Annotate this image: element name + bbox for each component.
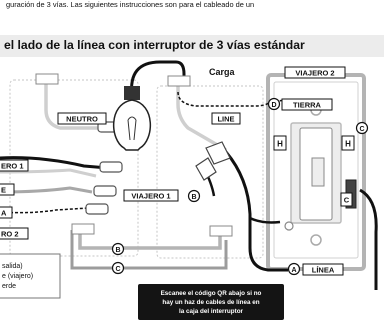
- marker-d: D: [267, 97, 281, 111]
- neutro-tag: NEUTRO: [57, 112, 107, 125]
- line-hot-wire: [224, 151, 288, 272]
- qr-note-box: Escanee el código QR abajo si no hay un …: [138, 284, 284, 320]
- traveler-b-wire: [78, 228, 222, 250]
- title-band: [0, 35, 384, 57]
- left-wire-label-1: ERO 1: [0, 159, 29, 172]
- svg-text:D: D: [271, 102, 276, 109]
- marker-b-middle: B: [187, 189, 201, 203]
- section-title: el lado de la línea con interruptor de 3…: [4, 38, 305, 52]
- viajero2-label: VIAJERO 2: [295, 69, 334, 78]
- svg-text:E: E: [1, 186, 6, 195]
- svg-text:A: A: [291, 267, 296, 274]
- svg-text:B: B: [191, 194, 196, 201]
- marker-a: A: [287, 262, 301, 276]
- intro-text: guración de 3 vías. Las siguientes instr…: [6, 0, 255, 9]
- tierra-label: TIERRA: [293, 101, 322, 110]
- svg-text:H: H: [277, 140, 283, 149]
- left-wire-label-4: RO 2: [0, 227, 29, 240]
- left-wire-label-2: E: [0, 183, 15, 196]
- svg-text:C: C: [115, 266, 120, 273]
- svg-text:H: H: [345, 140, 351, 149]
- marker-b-bottom: B: [111, 242, 125, 256]
- svg-text:ERO 1: ERO 1: [1, 162, 24, 171]
- left-wire-label-3: A: [0, 206, 13, 219]
- legend-line-3: erde: [2, 283, 16, 290]
- legend-line-1: salida): [2, 263, 23, 270]
- left-wire-white: [0, 168, 97, 178]
- marker-c-bottom: C: [111, 261, 125, 275]
- line-tag: LINE: [211, 112, 241, 125]
- svg-text:RO 2: RO 2: [1, 230, 19, 239]
- svg-text:A: A: [1, 209, 7, 218]
- marker-c-top: C: [355, 121, 369, 135]
- line-wire-to-switch: [249, 216, 281, 224]
- viajero1-label: VIAJERO 1: [131, 192, 170, 201]
- neutro-label: NEUTRO: [66, 115, 98, 124]
- svg-text:C: C: [344, 196, 350, 205]
- traveler-c-wire: [70, 230, 228, 270]
- load-wire: [130, 60, 186, 97]
- qr-note-line-2: hay un haz de cables de línea en: [162, 299, 259, 306]
- neutral-wire: [44, 82, 100, 130]
- cable-clamps: [35, 73, 233, 237]
- legend-line-2: e (viajero): [2, 273, 33, 280]
- light-bulb-icon: [112, 86, 152, 151]
- legend-box: salida) e (viajero) erde: [0, 253, 61, 299]
- viajero2-tag: VIAJERO 2: [284, 66, 346, 79]
- line-label: LINE: [217, 115, 234, 124]
- h-marker-right: H: [341, 135, 355, 151]
- svg-text:C: C: [359, 126, 364, 133]
- linea-label: LÍNEA: [312, 266, 335, 275]
- tierra-tag: TIERRA: [281, 98, 333, 111]
- viajero1-tag: VIAJERO 1: [123, 189, 179, 202]
- carga-label: Carga: [209, 67, 236, 77]
- h-marker-left: H: [273, 135, 287, 151]
- svg-text:B: B: [115, 247, 120, 254]
- middle-wire-nuts: [195, 141, 231, 181]
- linea-tag: LÍNEA: [302, 263, 344, 276]
- qr-note-line-1: Escanee el código QR abajo si no: [161, 290, 262, 297]
- qr-note-line-3: la caja del interruptor: [179, 308, 244, 315]
- switch-traveler-wire: [359, 188, 378, 290]
- neutral-wire-2: [176, 82, 227, 152]
- traveler-wire-left: [0, 156, 109, 170]
- c-marker-switch: C: [340, 192, 353, 207]
